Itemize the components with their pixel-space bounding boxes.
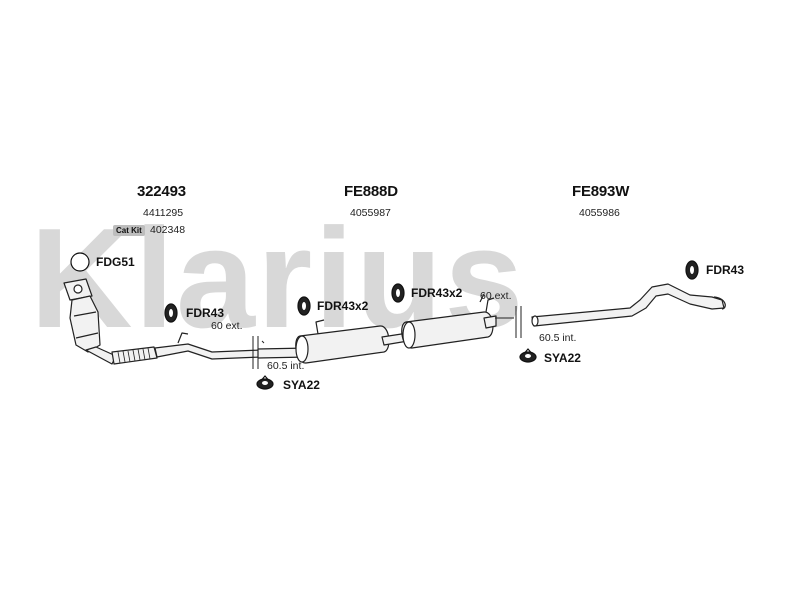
fdr43x2-b-label: FDR43x2 (411, 286, 463, 300)
joint-int-left: 60.5 int. (267, 360, 305, 372)
fdg51-label: FDG51 (96, 255, 135, 269)
tail-pipe (531, 283, 725, 327)
part-ref-2: 4055987 (350, 207, 391, 219)
sya22-right-label: SYA22 (544, 351, 581, 365)
cat-kit-badge: Cat Kit (113, 225, 145, 236)
fdr43-right-label: FDR43 (706, 263, 745, 277)
part-code-3: FE893W (572, 183, 630, 200)
joint-int-right: 60.5 int. (539, 332, 577, 344)
fdg51-gasket-icon (70, 252, 90, 272)
front-pipe (154, 343, 263, 360)
sya22-left-label: SYA22 (283, 378, 320, 392)
cat-kit-number: 402348 (150, 224, 186, 236)
part-code-1: 322493 (137, 183, 186, 200)
clamp-icon (519, 348, 537, 363)
joint-ext-left: 60 ext. (211, 320, 243, 332)
downpipe-section (85, 346, 117, 365)
part-code-2: FE888D (344, 183, 398, 200)
part-ref-3: 4055986 (579, 207, 620, 219)
fdr43x2-a-label: FDR43x2 (317, 299, 369, 313)
rear-silencer (401, 311, 494, 349)
centre-silencer (295, 325, 390, 364)
catalytic-converter (69, 295, 101, 353)
part-ref-1: 4411295 (143, 207, 184, 219)
fdr43-left-label: FDR43 (186, 306, 225, 320)
joint-ext-right: 60 ext. (480, 290, 512, 302)
clamp-icon (256, 375, 274, 390)
